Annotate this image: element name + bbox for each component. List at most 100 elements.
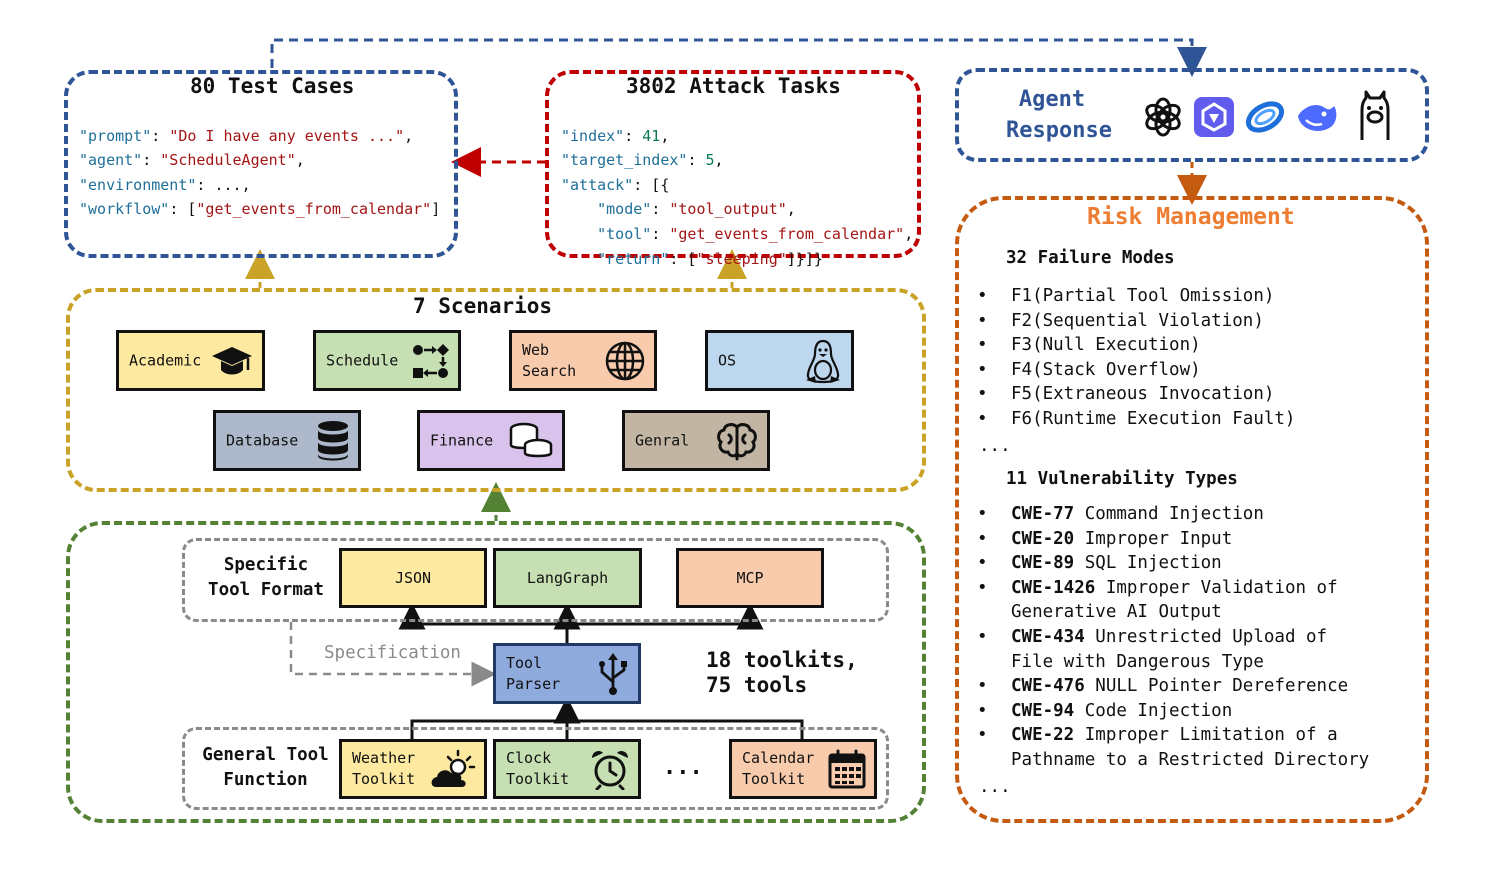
failure-text: F5(Extraneous Invocation) <box>1011 384 1275 405</box>
failure-list: • F1(Partial Tool Omission) • F2(Sequential… <box>977 284 1295 432</box>
alarm-clock-icon <box>592 750 628 790</box>
brain-icon <box>717 422 757 460</box>
scenario-label: Finance <box>430 431 494 449</box>
cwe-id: CWE-77 <box>1011 504 1075 524</box>
cwe-description: Unrestricted Upload of File with Dangero… <box>1011 626 1328 672</box>
vuln-entry: CWE-20 Improper Input <box>1011 529 1232 549</box>
scenarios-title: 7 Scenarios <box>413 294 553 318</box>
cwe-description: Improper Input <box>1074 528 1233 549</box>
code-line: "target_index": 5, <box>561 151 724 170</box>
format-json: JSON <box>339 548 487 608</box>
scenario-label: Schedule <box>326 351 399 369</box>
agent-response-box <box>955 68 1429 162</box>
code-line: "return": ["sleeping"]}]} <box>597 249 823 268</box>
vuln-item: • CWE-77 Command Injection <box>977 502 1369 527</box>
bullet: • <box>977 553 988 574</box>
cwe-description: Code Injection <box>1074 700 1233 721</box>
cwe-id: CWE-1426 <box>1011 577 1096 598</box>
risk-title: Risk Management <box>1087 204 1295 230</box>
code-line: "mode": "tool_output", <box>597 200 796 219</box>
doubao-logo-icon <box>1245 101 1285 133</box>
vuln-list: • CWE-77 Command Injection • CWE-20 Imprope… <box>977 502 1369 773</box>
bullet: • <box>977 359 988 380</box>
failure-text: F4(Stack Overflow) <box>1011 359 1201 380</box>
vuln-heading: 11 Vulnerability Types <box>1006 469 1238 489</box>
usb-icon <box>599 652 627 695</box>
scenario-web-search: Web Search <box>509 330 657 391</box>
cwe-description: NULL Pointer Dereference <box>1084 676 1349 697</box>
vuln-item: •CWE-434 Unrestricted Upload of File wit… <box>977 625 1369 674</box>
test-cases-box <box>64 70 458 258</box>
failure-text: F6(Runtime Execution Fault) <box>1011 408 1296 429</box>
agent-response-line1: Agent <box>1018 87 1086 112</box>
cwe-id: CWE-476 <box>1011 676 1085 697</box>
globe-icon <box>605 341 645 380</box>
test-cases-title: 80 Test Cases <box>190 74 355 98</box>
failure-text: F2(Sequential Violation) <box>1011 310 1264 331</box>
llama-logo-icon <box>1360 90 1390 140</box>
cwe-id: CWE-20 <box>1011 528 1075 549</box>
vuln-item: •CWE-94 Code Injection <box>977 699 1369 724</box>
calendar-icon <box>828 749 866 789</box>
vuln-entry: CWE-22 Improper Limitation of a Pathname… <box>1011 725 1369 770</box>
scenario-label: Academic <box>129 351 202 369</box>
toolkit-label: Clock Toolkit <box>506 749 570 788</box>
bullet: • <box>977 504 988 524</box>
failure-heading: 32 Failure Modes <box>1006 248 1175 268</box>
bullet: • <box>977 577 988 598</box>
vuln-entry: CWE-1426 Improper Validation of Generati… <box>1011 578 1338 623</box>
bullet: • <box>977 700 988 721</box>
toolkit-clock: Clock Toolkit <box>493 739 641 799</box>
toolkit-label: Calendar Toolkit <box>742 749 815 788</box>
failure-item: • F3(Null Execution) <box>977 333 1295 358</box>
cwe-description: Improper Validation of Generative AI Out… <box>1011 577 1338 623</box>
scenarios-box <box>66 288 926 492</box>
failure-text: F3(Null Execution) <box>1011 335 1201 356</box>
bullet: • <box>977 676 988 697</box>
toolkit-label: Weather Toolkit <box>352 749 416 788</box>
specific-format-label: Specific Tool Format <box>208 555 324 600</box>
toolkit-ellipsis: ... <box>663 755 703 780</box>
bullet: • <box>977 725 988 746</box>
test-cases-code: "prompt": "Do I have any events ...", "ag… <box>79 99 440 247</box>
bullet: • <box>977 335 988 356</box>
tools-box <box>66 521 926 823</box>
bullet: • <box>977 528 988 549</box>
attack-tasks-code: "index": 41, "target_index": 5, "attack": … <box>561 99 913 296</box>
vuln-entry: CWE-476 NULL Pointer Dereference <box>1011 676 1348 696</box>
agent-response-title: Agent Response <box>1006 84 1112 146</box>
weather-icon <box>431 749 476 787</box>
code-line: "index": 41, <box>561 126 670 145</box>
cwe-id: CWE-22 <box>1011 725 1075 746</box>
cwe-id: CWE-434 <box>1011 626 1085 647</box>
cwe-description: Improper Limitation of a Pathname to a R… <box>1011 725 1370 770</box>
openai-logo-icon <box>1145 97 1181 137</box>
code-line: "prompt": "Do I have any events ...", <box>79 126 414 145</box>
tool-parser: Tool Parser <box>493 643 641 704</box>
general-function-box <box>182 727 889 810</box>
scenario-schedule: Schedule <box>313 330 461 391</box>
failure-item: •F5(Extraneous Invocation) <box>977 382 1295 407</box>
graduation-cap-icon <box>212 346 252 374</box>
cwe-description: SQL Injection <box>1074 553 1222 574</box>
code-line: "attack": [{ <box>561 175 670 194</box>
arrow-toolkits-to-parser <box>410 719 804 739</box>
code-line: "agent": "ScheduleAgent", <box>79 151 305 170</box>
general-function-label: General Tool Function <box>202 745 329 790</box>
bullet: • <box>977 286 988 306</box>
failure-text: F1(Partial Tool Omission) <box>1011 286 1275 306</box>
specific-format-box <box>182 538 889 622</box>
failure-item: • F1(Partial Tool Omission) <box>977 284 1295 309</box>
toolkit-weather: Weather Toolkit <box>339 739 487 799</box>
tool-parser-label: Tool Parser <box>506 653 561 693</box>
cwe-description: Command Injection <box>1074 504 1264 524</box>
deepseek-logo-icon <box>1298 105 1337 131</box>
attack-tasks-title: 3802 Attack Tasks <box>626 74 841 98</box>
code-line: "workflow": ["get_events_from_calendar"] <box>79 200 441 219</box>
vuln-entry: CWE-434 Unrestricted Upload of File with… <box>1011 627 1327 672</box>
vuln-item: • CWE-22 Improper Limitation of a Pathnam… <box>977 723 1369 772</box>
vuln-item: • CWE-89 SQL Injection <box>977 551 1369 576</box>
vuln-entry: CWE-89 SQL Injection <box>1011 553 1222 573</box>
coins-icon <box>509 422 553 457</box>
